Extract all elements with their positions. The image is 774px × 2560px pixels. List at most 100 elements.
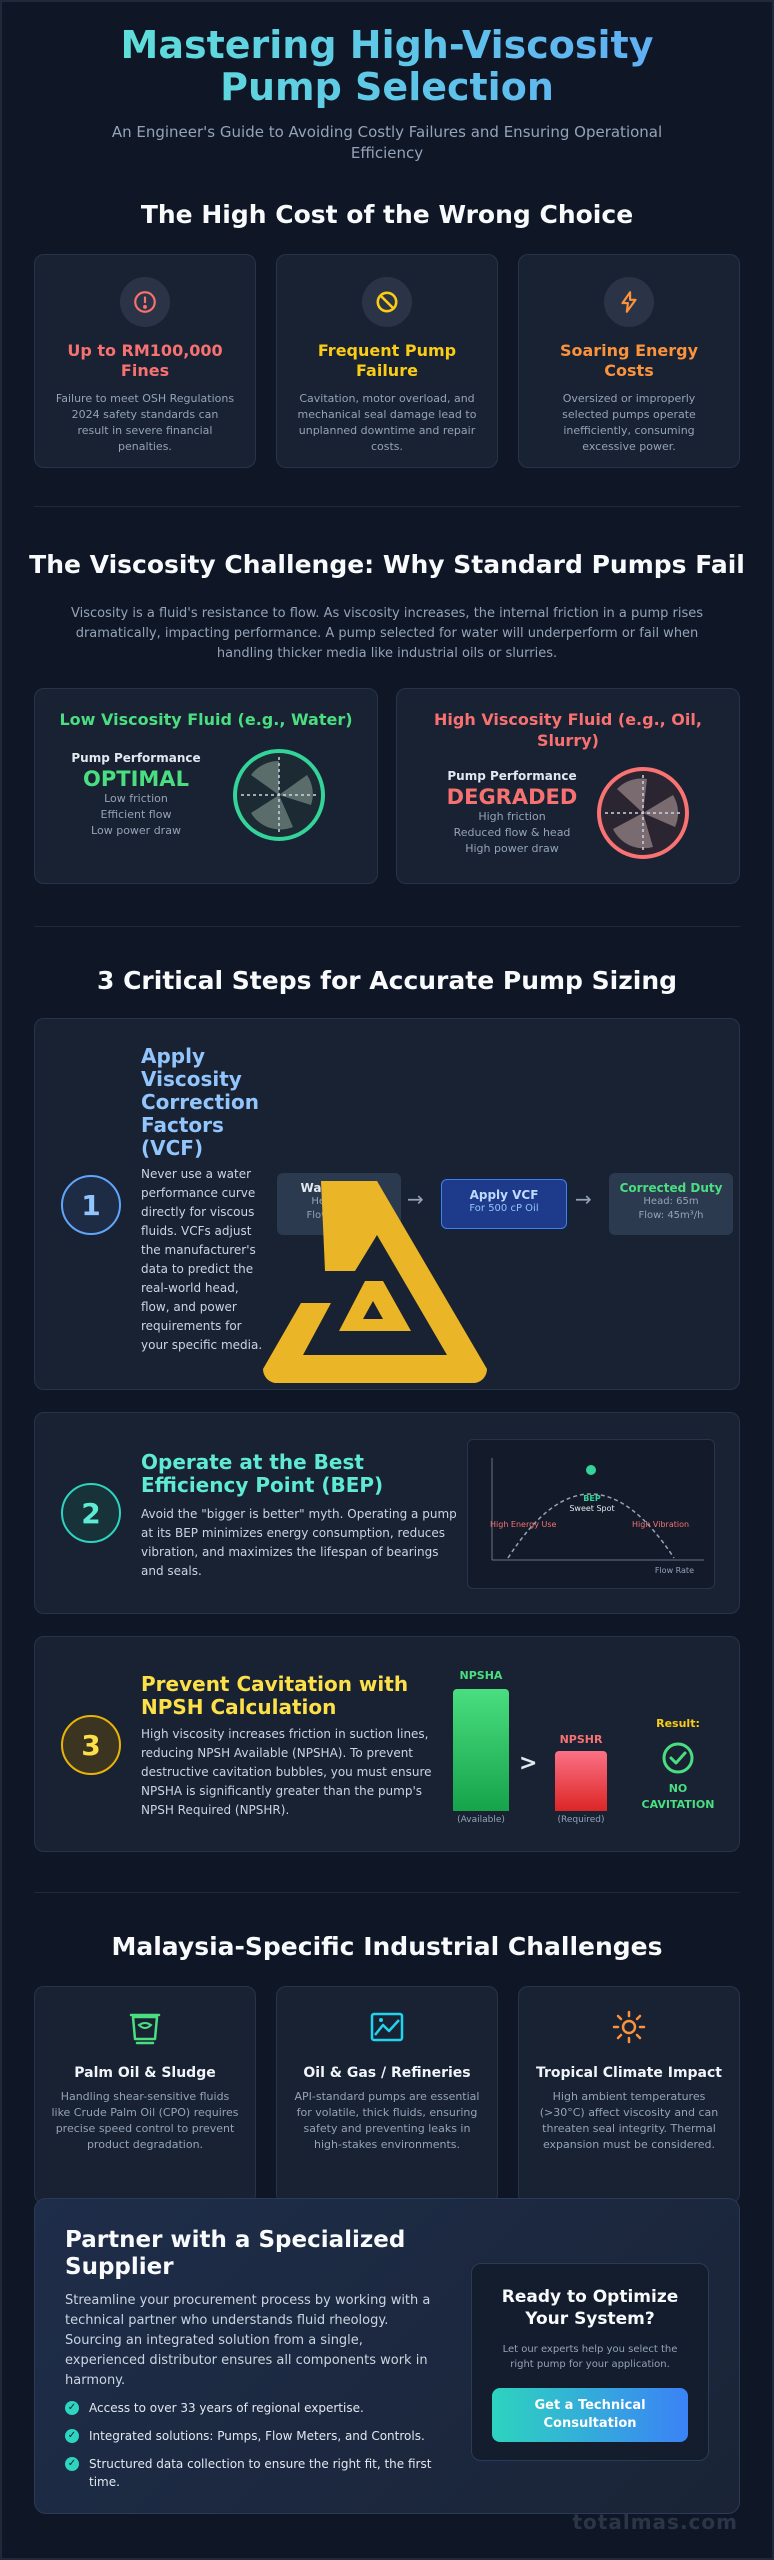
- performance-label: Pump Performance: [71, 751, 201, 765]
- performance-line: High power draw: [465, 842, 559, 855]
- step-card-npsh: 3 Prevent Cavitation with NPSH Calculati…: [34, 1636, 740, 1852]
- result-text: NO CAVITATION: [641, 1782, 715, 1811]
- partner-bullet: ✓ Access to over 33 years of regional ex…: [65, 2399, 445, 2417]
- malaysia-section-title: Malaysia-Specific Industrial Challenges: [111, 1932, 663, 1961]
- hero-header: Mastering High-Viscosity Pump Selection …: [0, 24, 774, 164]
- lightning-icon: [604, 277, 654, 327]
- performance-line: Reduced flow & head: [453, 826, 571, 839]
- npsha-label: NPSHA: [459, 1669, 503, 1682]
- check-circle-icon: [662, 1742, 694, 1774]
- my-card-title: Tropical Climate Impact: [536, 2065, 722, 2081]
- check-icon: ✓: [65, 2457, 79, 2471]
- get-consultation-button[interactable]: Get a Technical Consultation: [492, 2388, 688, 2442]
- check-icon: ✓: [65, 2429, 79, 2443]
- npshr-label: NPSHR: [559, 1733, 603, 1746]
- performance-line: High friction: [478, 810, 546, 823]
- low-viscosity-performance: Pump Performance OPTIMAL Low friction Ef…: [61, 751, 211, 839]
- steps-section-title: 3 Critical Steps for Accurate Pump Sizin…: [96, 966, 678, 995]
- high-viscosity-performance: Pump Performance DEGRADED High friction …: [437, 769, 587, 857]
- step-number: 2: [61, 1483, 121, 1543]
- cta-title: Ready to Optimize Your System?: [501, 2287, 679, 2329]
- low-viscosity-title: Low Viscosity Fluid (e.g., Water): [59, 710, 353, 729]
- my-card-desc: Handling shear-sensitive fluids like Cru…: [51, 2090, 239, 2151]
- cost-card-energy: Soaring Energy Costs Oversized or improp…: [518, 254, 740, 468]
- result-label: Result:: [656, 1717, 700, 1730]
- cost-card-title: Soaring Energy Costs: [559, 341, 699, 380]
- bep-label: BEP: [583, 1494, 601, 1503]
- viscosity-section-title: The Viscosity Challenge: Why Standard Pu…: [29, 550, 745, 579]
- bep-curve: [491, 1458, 704, 1561]
- check-icon: ✓: [65, 2401, 79, 2415]
- partner-title: Partner with a Specialized Supplier: [65, 2227, 406, 2280]
- npsha-bar: [453, 1689, 509, 1811]
- watermark-text: totalmas.com: [572, 2510, 738, 2534]
- cost-card-desc: Oversized or improperly selected pumps o…: [562, 392, 696, 453]
- performance-label: Pump Performance: [447, 769, 577, 783]
- high-viscosity-card: High Viscosity Fluid (e.g., Oil, Slurry)…: [396, 688, 740, 884]
- page-subtitle: An Engineer's Guide to Avoiding Costly F…: [111, 123, 663, 162]
- my-card-desc: API-standard pumps are essential for vol…: [294, 2090, 480, 2151]
- cost-section-title: The High Cost of the Wrong Choice: [140, 200, 634, 229]
- step-title: Operate at the Best Efficiency Point (BE…: [141, 1450, 384, 1497]
- bep-right-label: High Vibration: [632, 1520, 690, 1529]
- section-divider: [34, 506, 740, 507]
- my-card-desc: High ambient temperatures (>30°C) affect…: [539, 2090, 719, 2151]
- my-card-palm-oil: Palm Oil & Sludge Handling shear-sensiti…: [34, 1986, 256, 2204]
- step-title: Apply Viscosity Correction Factors (VCF): [141, 1044, 259, 1160]
- arrow-right-icon: →: [407, 1187, 424, 1211]
- impeller-degraded-icon: [597, 767, 689, 859]
- step-desc: High viscosity increases friction in suc…: [141, 1727, 432, 1817]
- cost-card-title: Up to RM100,000 Fines: [67, 341, 223, 380]
- flow-box-line: Head: 65m: [643, 1196, 699, 1207]
- flow-box-title: Corrected Duty: [619, 1181, 723, 1195]
- partner-section: Partner with a Specialized Supplier Stre…: [34, 2198, 740, 2514]
- performance-state: OPTIMAL: [83, 767, 189, 791]
- section-divider: [34, 1892, 740, 1893]
- performance-line: Low power draw: [91, 824, 181, 837]
- flow-box-vcf: Apply VCF For 500 cP Oil: [441, 1179, 567, 1229]
- my-card-oil-gas: Oil & Gas / Refineries API-standard pump…: [276, 1986, 498, 2204]
- partner-desc: Streamline your procurement process by w…: [65, 2293, 431, 2388]
- flow-box-line: For 500 cP Oil: [469, 1203, 539, 1214]
- partner-bullet-text: Integrated solutions: Pumps, Flow Meters…: [89, 2429, 425, 2443]
- step-card-vcf: 1 Apply Viscosity Correction Factors (VC…: [34, 1018, 740, 1390]
- viscosity-intro: Viscosity is a fluid's resistance to flo…: [70, 606, 704, 661]
- performance-line: Efficient flow: [100, 808, 172, 821]
- high-viscosity-title: High Viscosity Fluid (e.g., Oil, Slurry): [434, 710, 702, 750]
- page-title: Mastering High-Viscosity Pump Selection: [0, 24, 774, 108]
- npshr-sub-label: (Required): [557, 1815, 605, 1825]
- npshr-bar: [555, 1751, 607, 1811]
- impeller-optimal-icon: [233, 749, 325, 841]
- bep-sweet-spot-label: Sweet Spot: [569, 1504, 615, 1513]
- flow-box-corrected: Corrected Duty Head: 65m Flow: 45m³/h: [609, 1173, 733, 1235]
- cost-card-desc: Cavitation, motor overload, and mechanic…: [297, 392, 477, 453]
- greater-than-symbol: >: [519, 1751, 538, 1776]
- bep-chart: High Energy Use BEP Sweet Spot High Vibr…: [467, 1439, 715, 1589]
- partner-bullet-text: Access to over 33 years of regional expe…: [89, 2401, 364, 2415]
- cost-card-desc: Failure to meet OSH Regulations 2024 saf…: [55, 392, 235, 453]
- sun-icon: [612, 2010, 646, 2044]
- performance-line: Low friction: [104, 792, 168, 805]
- cta-desc: Let our experts help you select the righ…: [502, 2344, 678, 2370]
- step-number: 3: [61, 1715, 121, 1775]
- flow-box-title: Apply VCF: [469, 1188, 539, 1202]
- my-card-title: Oil & Gas / Refineries: [303, 2065, 471, 2081]
- flow-box-line: Flow: 45m³/h: [638, 1210, 704, 1221]
- step-card-bep: 2 Operate at the Best Efficiency Point (…: [34, 1412, 740, 1614]
- refinery-chart-icon: [370, 2012, 404, 2042]
- performance-state: DEGRADED: [446, 785, 578, 809]
- step-desc: Never use a water performance curve dire…: [141, 1167, 263, 1352]
- cost-card-failure: Frequent Pump Failure Cavitation, motor …: [276, 254, 498, 468]
- partner-bullet-text: Structured data collection to ensure the…: [89, 2457, 432, 2489]
- my-card-climate: Tropical Climate Impact High ambient tem…: [518, 1986, 740, 2204]
- cost-card-fines: Up to RM100,000 Fines Failure to meet OS…: [34, 254, 256, 468]
- partner-bullet: ✓ Structured data collection to ensure t…: [65, 2455, 445, 2491]
- bep-left-label: High Energy Use: [490, 1520, 557, 1529]
- partner-bullet: ✓ Integrated solutions: Pumps, Flow Mete…: [65, 2427, 445, 2445]
- low-viscosity-card: Low Viscosity Fluid (e.g., Water) Pump P…: [34, 688, 378, 884]
- cta-box: Ready to Optimize Your System? Let our e…: [471, 2263, 709, 2461]
- cost-card-title: Frequent Pump Failure: [317, 341, 457, 380]
- step-title: Prevent Cavitation with NPSH Calculation: [141, 1672, 409, 1719]
- bep-axis-label: Flow Rate: [654, 1566, 694, 1575]
